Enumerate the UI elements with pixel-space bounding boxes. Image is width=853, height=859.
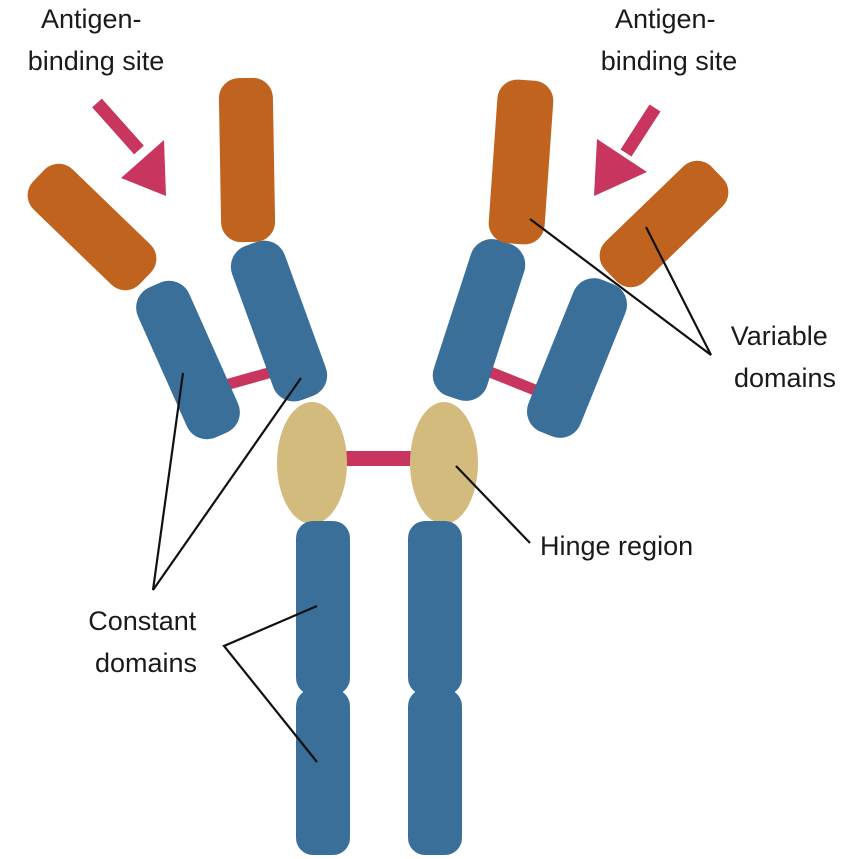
stem-right-upper-constant-domain xyxy=(408,521,462,695)
left-arm-outer-chain xyxy=(19,155,247,446)
left-arm-inner-chain xyxy=(219,78,334,408)
antigen-arrows xyxy=(97,103,655,196)
left-outer-constant-domain xyxy=(129,274,247,447)
right-antigen-arrow xyxy=(594,108,655,196)
hinge-region-label: Hinge region xyxy=(540,531,693,561)
left-arm-bond xyxy=(222,372,272,386)
stem-right-chain xyxy=(408,521,462,855)
constant-domains-label: Constant domains xyxy=(88,606,204,678)
left-hinge-ellipse xyxy=(277,402,347,524)
stem-left-chain xyxy=(296,521,350,855)
stem-left-upper-constant-domain xyxy=(296,521,350,695)
hinge-disulfide-bond xyxy=(338,451,422,466)
stem-left-lower-constant-domain xyxy=(296,689,350,855)
variable-domains-label: Variable domains xyxy=(731,321,836,393)
stem-right-lower-constant-domain xyxy=(408,689,462,855)
right-arm-outer-chain xyxy=(520,152,736,444)
antigen-binding-site-left-label: Antigen- binding site xyxy=(28,4,165,76)
right-arrow-head xyxy=(594,139,647,196)
right-outer-constant-domain xyxy=(520,271,633,444)
interchain-bonds xyxy=(222,370,535,466)
right-arm-bond xyxy=(485,370,535,390)
left-antigen-arrow xyxy=(97,103,166,196)
left-arrow-head xyxy=(121,140,166,196)
antigen-binding-site-right-label: Antigen- binding site xyxy=(601,4,738,76)
right-arm-inner-chain xyxy=(427,78,555,406)
left-inner-variable-domain xyxy=(219,78,276,243)
right-hinge-ellipse xyxy=(410,402,478,524)
right-inner-variable-domain xyxy=(487,78,554,246)
